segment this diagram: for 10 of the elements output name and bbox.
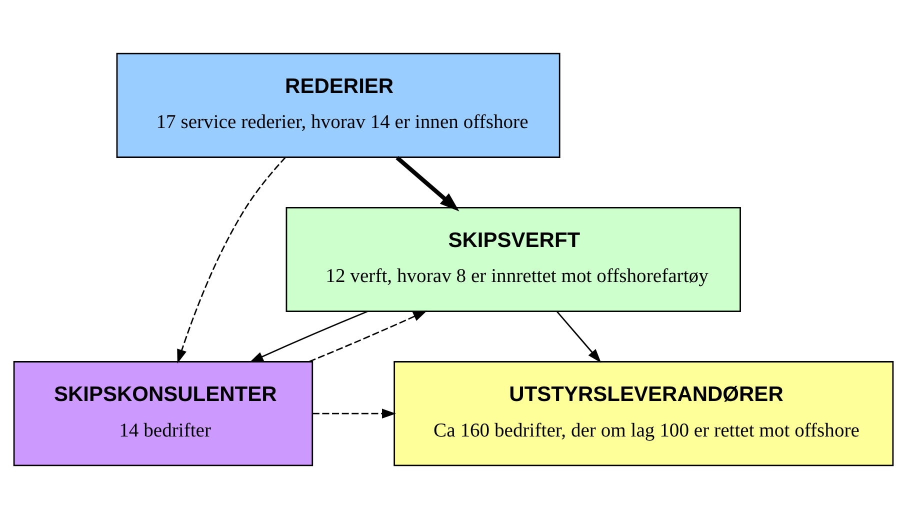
node-box: REDERIER 17 service rederier, hvorav 14 er innen offshore — [116, 52, 560, 158]
node-box: SKIPSVERFT 12 verft, hvorav 8 er innrettet mot offshorefartøy — [286, 206, 741, 312]
arrow — [312, 408, 396, 418]
arrow — [249, 310, 368, 362]
node-box: UTSTYRSLEVERANDØRER Ca 160 bedrifter, der om lag 100 er rettet mot offshore — [394, 360, 894, 466]
arrow — [396, 156, 460, 211]
arrow — [308, 310, 428, 362]
node-box: SKIPSKONSULENTER 14 bedrifter — [13, 360, 314, 466]
arrow — [177, 156, 286, 363]
arrow — [556, 310, 602, 362]
